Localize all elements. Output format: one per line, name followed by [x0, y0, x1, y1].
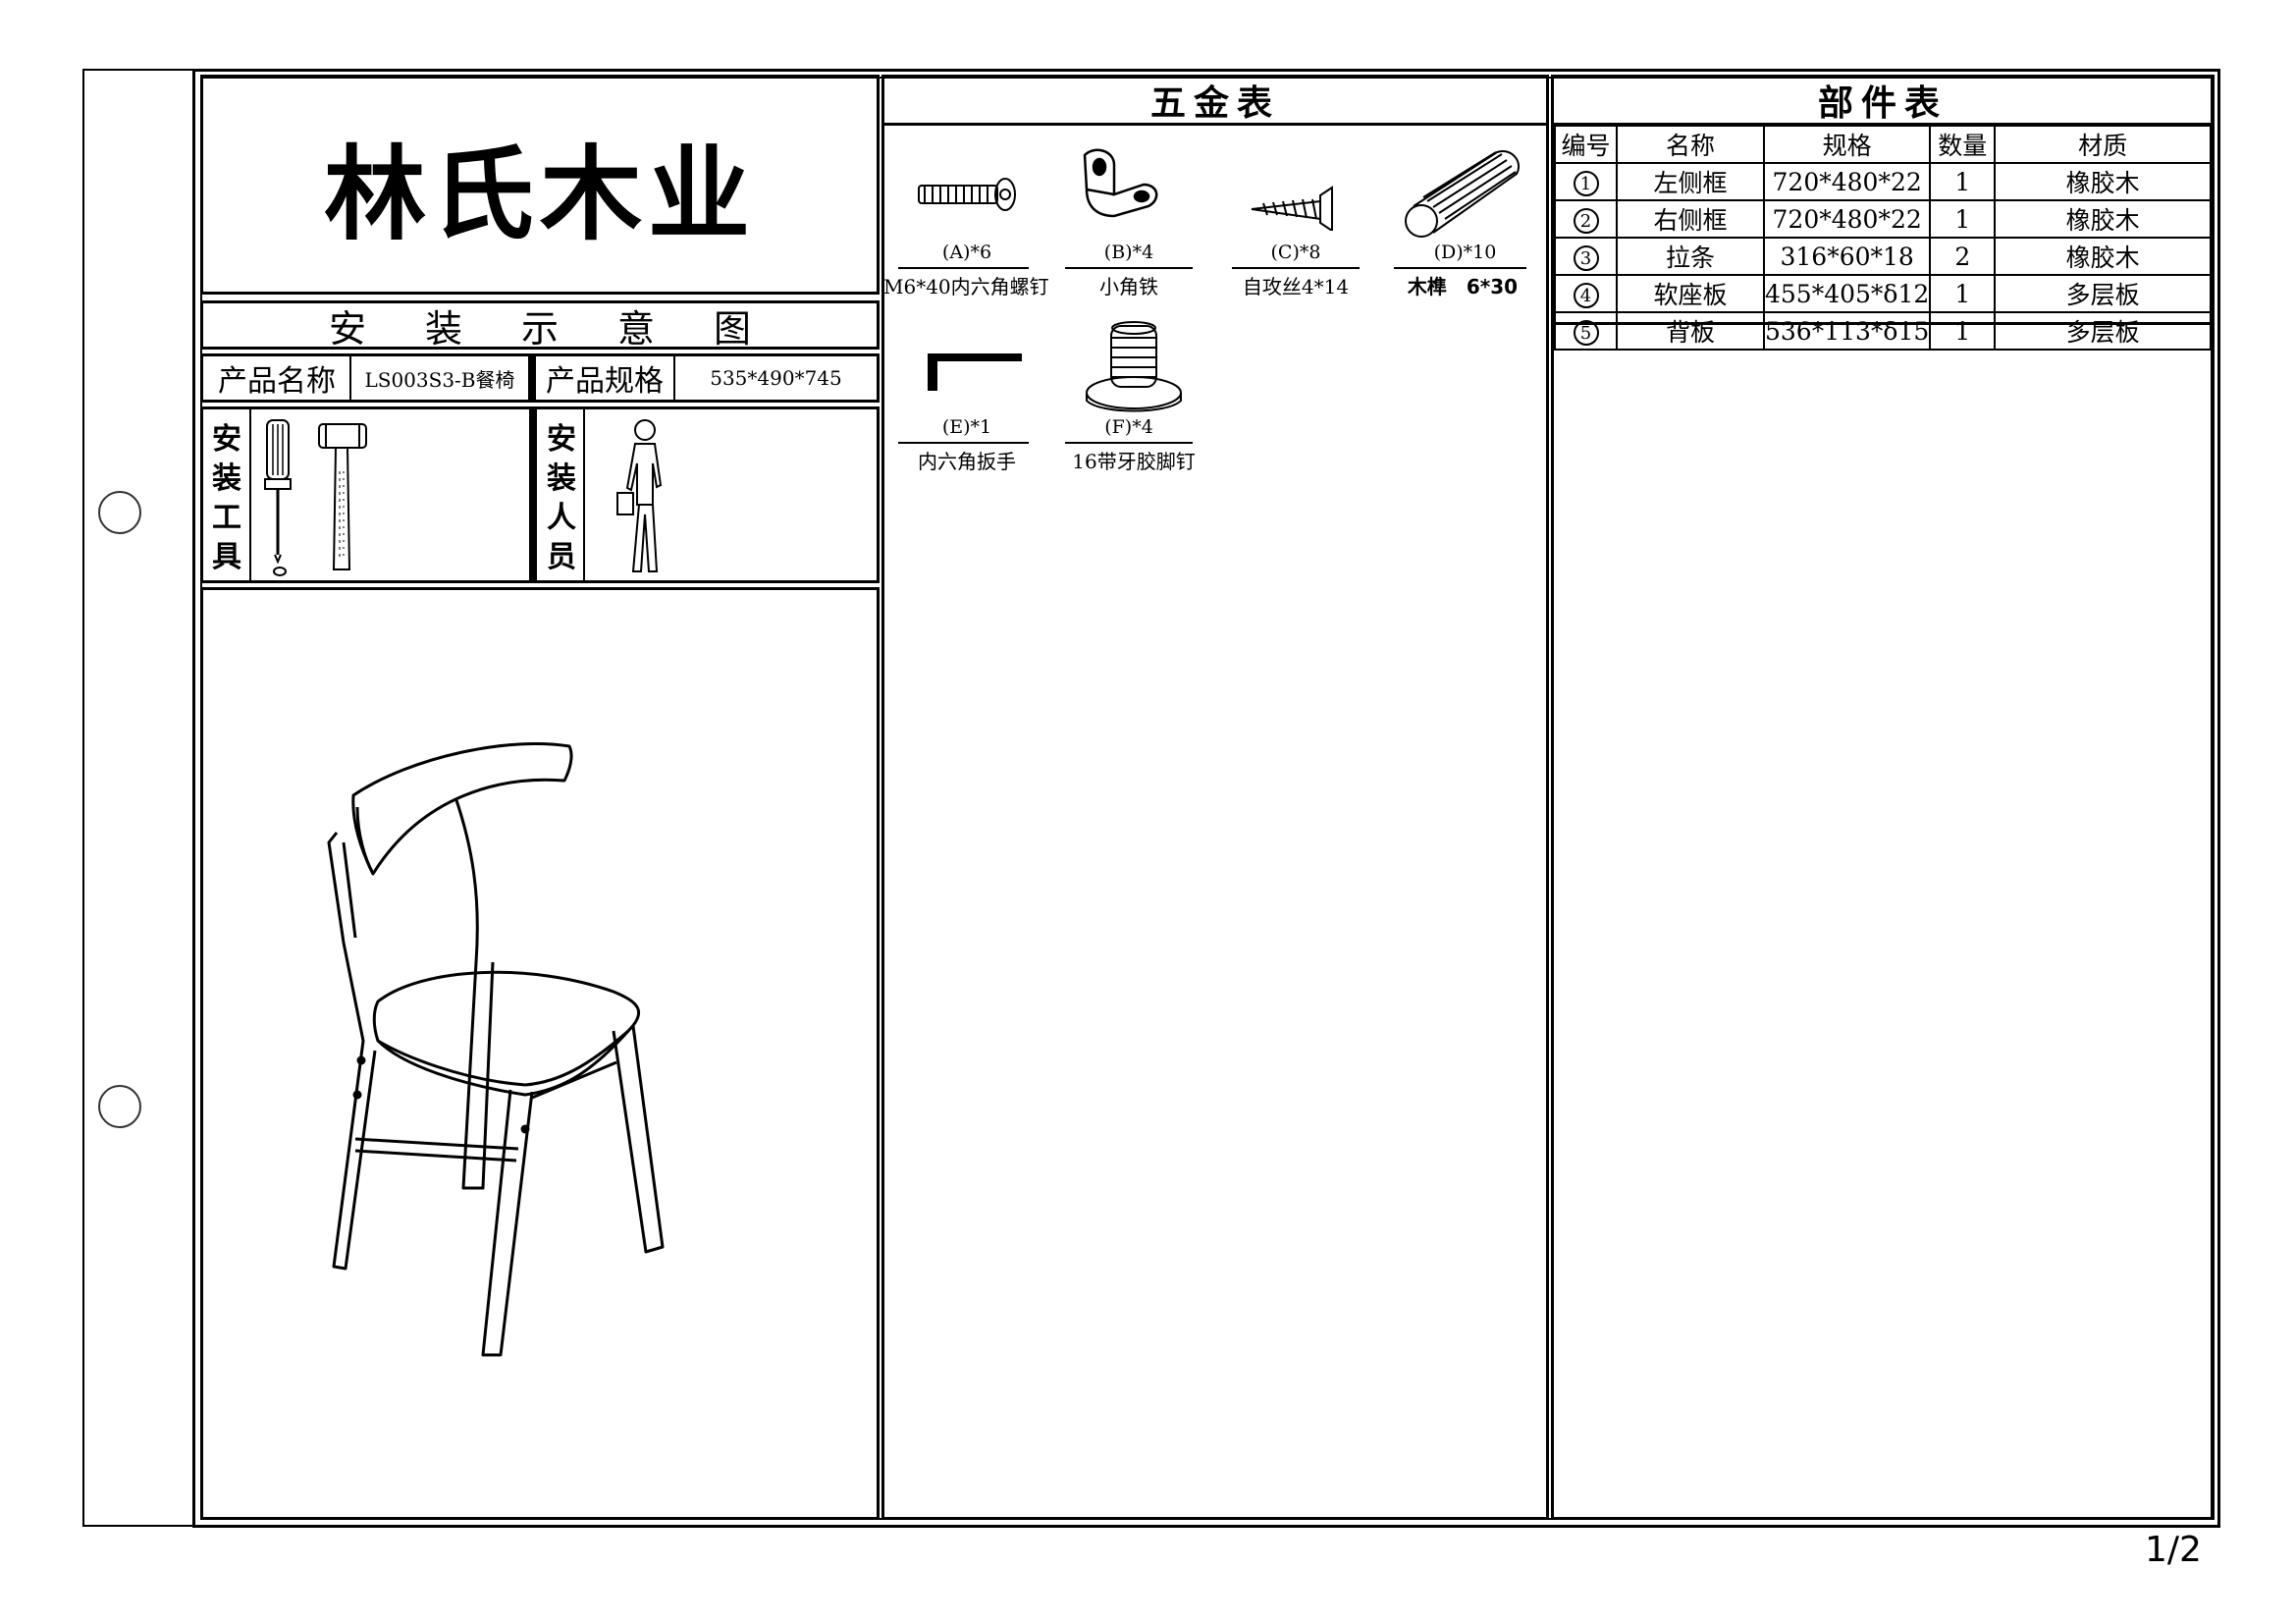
hardware-code-b: (B)*4 [1103, 242, 1154, 263]
angle-bracket-icon [1083, 148, 1158, 218]
parts-title: 部件表 [1817, 83, 1948, 124]
part-number-badge: 4 [1573, 283, 1599, 309]
screw-icon [1251, 186, 1333, 231]
bolt-icon [918, 178, 1016, 211]
parts-table: 编号 名称 规格 数量 材质 1 左侧框 720*480*22 1 橡胶木 2 … [1554, 125, 2212, 351]
table-row: 4 软座板 455*405*δ12 1 多层板 [1554, 274, 2212, 313]
binder-hole-top [98, 491, 141, 534]
installer-label: 安 装 人 员 [547, 422, 576, 574]
hardware-name-c: 自攻丝4*14 [1242, 275, 1350, 298]
part-number-badge: 1 [1573, 171, 1599, 197]
product-name-value: LS003S3-B餐椅 [364, 367, 515, 392]
page-number: 1/2 [2145, 1530, 2202, 1570]
hardware-code-f: (F)*4 [1104, 416, 1153, 438]
hardware-code-a: (A)*6 [941, 242, 992, 263]
hardware-panel [881, 75, 1549, 1520]
product-spec-value: 535*490*745 [710, 366, 842, 390]
hardware-name-e: 内六角扳手 [918, 450, 1016, 473]
table-row: 2 右侧框 720*480*22 1 橡胶木 [1554, 199, 2212, 239]
logo-box: 林氏木业 [200, 75, 880, 295]
parts-panel [1551, 75, 2215, 1520]
hardware-name-f: 16带牙胶脚钉 [1072, 450, 1196, 473]
hardware-title: 五金表 [1149, 83, 1280, 124]
table-row: 3 拉条 316*60*18 2 橡胶木 [1554, 237, 2212, 276]
installer-person-icon [616, 419, 663, 572]
binder-hole-bottom [98, 1085, 141, 1128]
hardware-name-a: M6*40内六角螺钉 [883, 275, 1049, 298]
foot-glide-icon [1086, 321, 1182, 412]
diagram-title-box: 安装示意图 [200, 300, 880, 351]
chair-illustration [327, 741, 665, 1357]
hardware-name-b: 小角铁 [1099, 275, 1158, 298]
part-number-badge: 2 [1573, 208, 1599, 235]
table-row: 1 左侧框 720*480*22 1 橡胶木 [1554, 162, 2212, 201]
hardware-code-e: (E)*1 [941, 416, 992, 438]
diagram-title: 安装示意图 [328, 306, 810, 351]
brand-logo: 林氏木业 [323, 134, 756, 254]
binder-strip [82, 69, 196, 1527]
tools-label: 安 装 工 具 [212, 422, 241, 574]
hardware-name-d: 木榫 6*30 [1407, 275, 1519, 298]
chair-illustration-box [200, 587, 880, 1520]
tools-row [200, 406, 880, 583]
dowel-icon [1405, 150, 1520, 238]
product-spec-label: 产品规格 [546, 364, 664, 399]
allen-key-icon [928, 353, 1022, 391]
screwdriver-hammer-icon [264, 419, 367, 576]
parts-table-header: 编号 名称 规格 数量 材质 [1554, 125, 2212, 164]
part-number-badge: 5 [1573, 320, 1599, 347]
hardware-code-d: (D)*10 [1433, 242, 1497, 263]
hardware-code-c: (C)*8 [1270, 242, 1321, 263]
product-name-label: 产品名称 [218, 364, 336, 399]
table-row: 5 背板 536*113*δ15 1 多层板 [1554, 311, 2212, 351]
part-number-badge: 3 [1573, 245, 1599, 272]
product-row [200, 353, 880, 403]
outer-frame [192, 69, 2220, 1528]
